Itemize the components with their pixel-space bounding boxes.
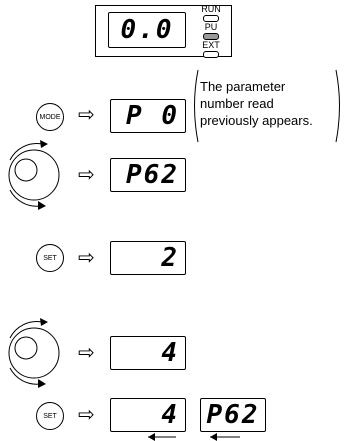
mode-key[interactable]: MODE: [36, 103, 64, 131]
run-lamp: [203, 15, 219, 22]
note-bracket-right: [335, 69, 340, 143]
step4-display: 4: [110, 336, 186, 370]
ext-lamp: [203, 51, 219, 58]
pu-lamp-label: PU: [204, 22, 218, 32]
flicker-arrows-icon: [148, 433, 240, 441]
step5-alt-display: P62: [200, 398, 266, 432]
ext-lamp-label: EXT: [202, 40, 220, 50]
setting-dial-icon[interactable]: [4, 140, 64, 210]
step1-display: P 0: [110, 99, 186, 133]
set-key[interactable]: SET: [36, 244, 64, 272]
step1-arrow-icon: ⇨: [78, 104, 95, 126]
note-line-1: The parameter: [200, 79, 286, 94]
step4-arrow-icon: ⇨: [78, 342, 95, 364]
step2-display: P62: [110, 158, 186, 192]
note-line-2: number read: [200, 96, 274, 111]
setting-dial-icon-2[interactable]: [4, 318, 64, 388]
note-line-3: previously appears.: [200, 113, 313, 128]
step5-arrow-icon: ⇨: [78, 404, 95, 426]
note-bracket-left: [194, 69, 199, 143]
step3-arrow-icon: ⇨: [78, 247, 95, 269]
pu-lamp: [203, 33, 219, 40]
note-text: The parameter number read previously app…: [200, 78, 313, 129]
run-lamp-label: RUN: [201, 4, 221, 14]
monitor-display: 0.0: [108, 12, 186, 48]
step3-display: 2: [110, 241, 186, 275]
set-key-2[interactable]: SET: [36, 402, 64, 430]
step2-arrow-icon: ⇨: [78, 164, 95, 186]
step5-display: 4: [110, 398, 186, 432]
